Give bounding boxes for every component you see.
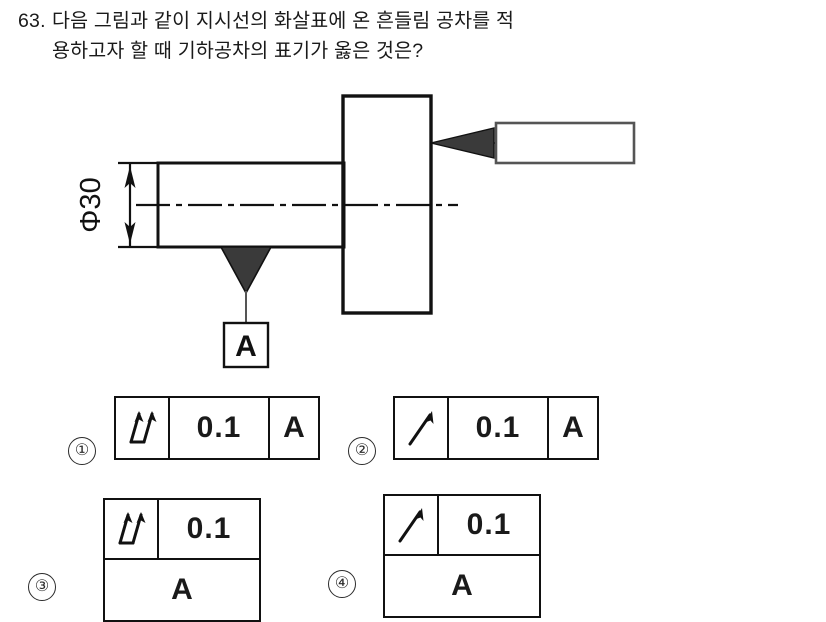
question-line-2: 용하고자 할 때 기하공차의 표기가 옳은 것은? bbox=[18, 36, 808, 66]
question-text-line-2: 용하고자 할 때 기하공차의 표기가 옳은 것은? bbox=[52, 40, 424, 62]
total-runout-symbol bbox=[105, 500, 159, 558]
option-2-datum-reference: A bbox=[562, 411, 584, 444]
option-3-tolerance-value: 0.1 bbox=[186, 511, 232, 545]
option-4-feature-control-frame[interactable]: 0.1 A bbox=[383, 494, 541, 618]
dimension-line-phi30 bbox=[124, 163, 136, 247]
option-2-marker[interactable]: ② bbox=[348, 437, 376, 465]
leader-arrowhead bbox=[430, 127, 495, 159]
circular-runout-symbol bbox=[385, 496, 439, 554]
question-number: 63. bbox=[18, 10, 46, 32]
option-1-tolerance-value: 0.1 bbox=[170, 398, 270, 458]
option-3-marker[interactable]: ③ bbox=[28, 573, 56, 601]
datum-triangle bbox=[219, 246, 273, 295]
leader-line-to-callout bbox=[430, 127, 497, 159]
option-2-feature-control-frame[interactable]: 0.1 A bbox=[393, 396, 599, 460]
option-3-feature-control-frame[interactable]: 0.1 A bbox=[103, 498, 261, 622]
datum-feature-indicator: A bbox=[219, 246, 273, 369]
option-1-marker[interactable]: ① bbox=[68, 437, 96, 465]
technical-drawing: Φ30 A bbox=[0, 80, 826, 380]
option-4-marker[interactable]: ④ bbox=[328, 570, 356, 598]
circular-runout-symbol bbox=[395, 398, 449, 458]
datum-box bbox=[222, 321, 270, 369]
flange-body bbox=[341, 94, 433, 315]
option-1-feature-control-frame[interactable]: 0.1 A bbox=[114, 396, 320, 460]
option-2-tolerance-value: 0.1 bbox=[449, 398, 549, 458]
callout-frame-empty bbox=[494, 121, 636, 165]
question-text-line-1: 다음 그림과 같이 지시선의 화살표에 온 흔들림 공차를 적 bbox=[52, 10, 515, 32]
option-1-datum-reference: A bbox=[283, 411, 305, 444]
total-runout-symbol bbox=[116, 398, 170, 458]
question-block: 63. 다음 그림과 같이 지시선의 화살표에 온 흔들림 공차를 적 용하고자… bbox=[18, 6, 808, 66]
datum-box-label: A bbox=[235, 330, 257, 363]
option-3-datum-reference: A bbox=[171, 572, 193, 606]
option-4-tolerance-value: 0.1 bbox=[466, 507, 512, 541]
question-line-1: 63. 다음 그림과 같이 지시선의 화살표에 온 흔들림 공차를 적 bbox=[18, 6, 808, 36]
option-4-datum-reference: A bbox=[451, 568, 473, 602]
dimension-label-phi30: Φ30 bbox=[75, 177, 107, 232]
